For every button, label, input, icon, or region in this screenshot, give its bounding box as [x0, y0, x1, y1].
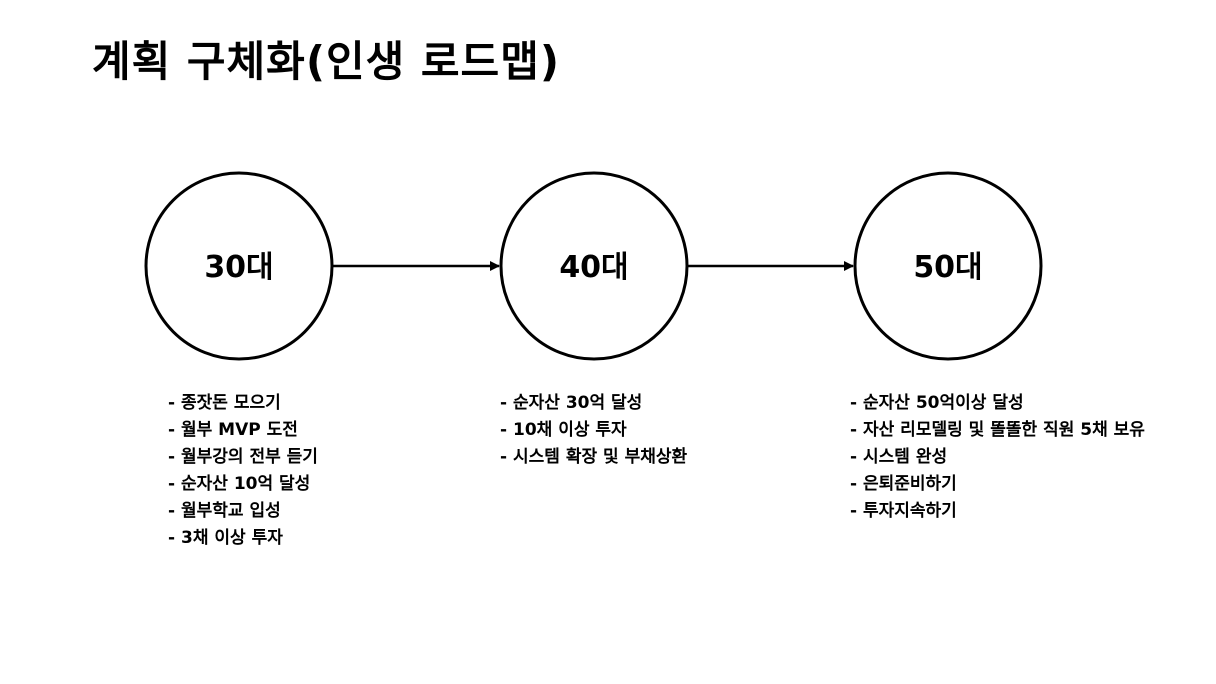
stage-label-50: 50대 [913, 250, 982, 285]
list-item: 월부 MVP 도전 [168, 417, 318, 444]
list-item: 순자산 10억 달성 [168, 471, 318, 498]
list-item: 자산 리모델링 및 똘똘한 직원 5채 보유 [850, 417, 1145, 444]
stage-circle-50 [853, 171, 1043, 361]
stage-30-goals: 종잣돈 모으기 월부 MVP 도전 월부강의 전부 듣기 순자산 10억 달성 … [168, 390, 318, 552]
stage-label-30: 30대 [204, 250, 273, 285]
list-item: 순자산 50억이상 달성 [850, 390, 1145, 417]
stage-label-40: 40대 [559, 250, 628, 285]
list-item: 시스템 완성 [850, 444, 1145, 471]
list-item: 은퇴준비하기 [850, 471, 1145, 498]
list-item: 종잣돈 모으기 [168, 390, 318, 417]
stage-circle-40 [499, 171, 689, 361]
stage-50-goals: 순자산 50억이상 달성 자산 리모델링 및 똘똘한 직원 5채 보유 시스템 … [850, 390, 1145, 525]
list-item: 시스템 확장 및 부채상환 [500, 444, 687, 471]
stage-40-goals: 순자산 30억 달성 10채 이상 투자 시스템 확장 및 부채상환 [500, 390, 687, 471]
stage-circle-30 [144, 171, 334, 361]
list-item: 순자산 30억 달성 [500, 390, 687, 417]
list-item: 10채 이상 투자 [500, 417, 687, 444]
list-item: 월부학교 입성 [168, 498, 318, 525]
list-item: 3채 이상 투자 [168, 525, 318, 552]
page-title: 계획 구체화(인생 로드맵) [92, 37, 561, 86]
list-item: 월부강의 전부 듣기 [168, 444, 318, 471]
list-item: 투자지속하기 [850, 498, 1145, 525]
